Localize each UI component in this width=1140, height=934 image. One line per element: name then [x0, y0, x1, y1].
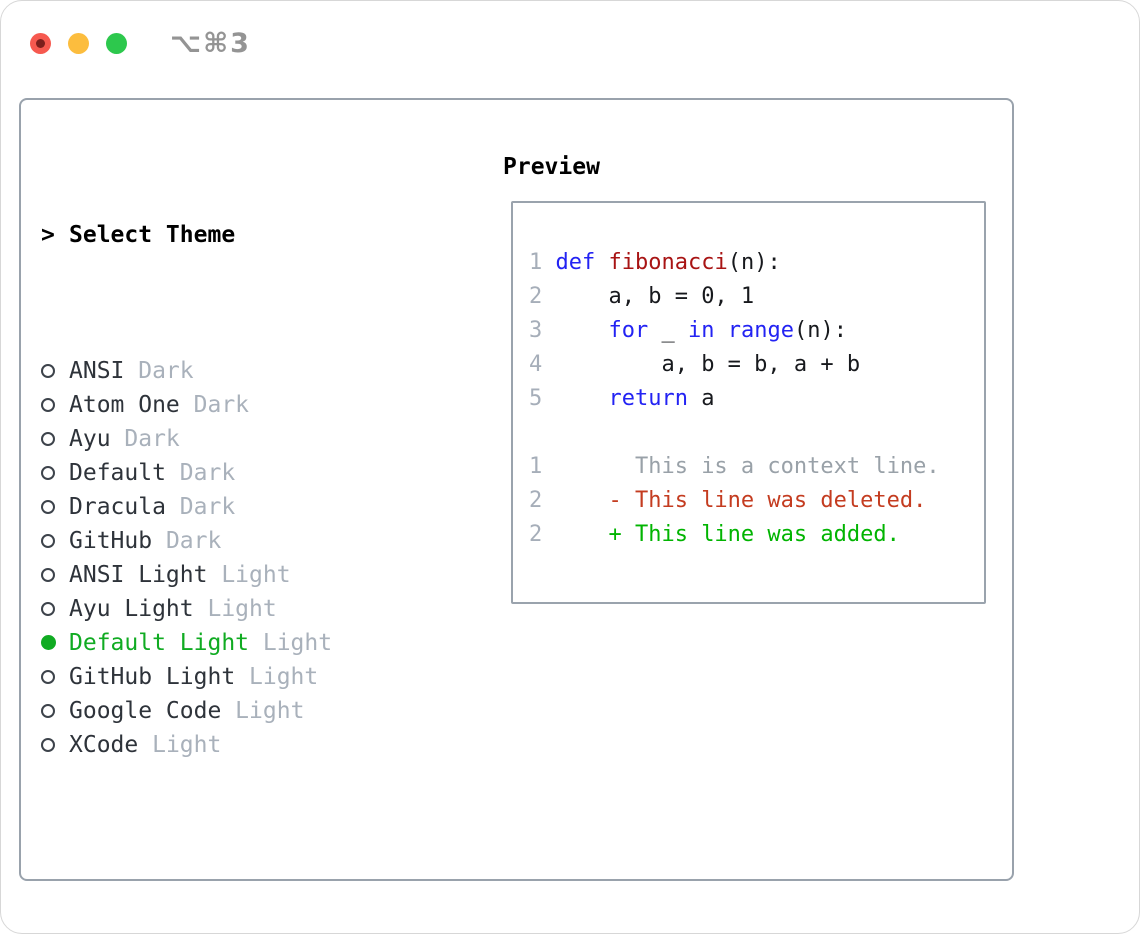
line-number: 4: [529, 352, 543, 377]
code-line: 3 for _ in range(n):: [529, 318, 847, 343]
option-label: Default Light: [69, 630, 250, 656]
radio-icon: [41, 456, 69, 490]
line-number: 1: [529, 454, 543, 479]
zoom-button[interactable]: [106, 33, 127, 54]
variant-label: Dark: [165, 460, 236, 486]
radio-icon: [41, 694, 69, 728]
line-number: 3: [529, 318, 543, 343]
line-number: 1: [529, 250, 543, 275]
option-label: ANSI: [69, 358, 125, 384]
line-number: 2: [529, 284, 543, 309]
radio-selected-icon: [41, 626, 69, 660]
code-line: 1 This is a context line.: [529, 454, 940, 479]
code-line: 2 a, b = 0, 1: [529, 284, 755, 309]
titlebar: ⌥⌘3: [1, 1, 1139, 59]
theme-option[interactable]: Default Light Light: [41, 626, 503, 660]
minimize-button[interactable]: [68, 33, 89, 54]
line-number: 2: [529, 522, 543, 547]
variant-label: Dark: [179, 392, 250, 418]
preview-column: Preview 1 def fibonacci(n): 2 a, b = 0, 1…: [503, 150, 1012, 879]
option-label: Google Code: [69, 698, 222, 724]
spacer: [41, 864, 503, 898]
code-line: [529, 416, 984, 450]
radio-icon: [41, 558, 69, 592]
theme-option[interactable]: Default Dark: [41, 456, 503, 490]
line-number: 2: [529, 488, 543, 513]
code-line: 5 return a: [529, 386, 715, 411]
theme-option[interactable]: XCode Light: [41, 728, 503, 762]
variant-label: Dark: [124, 358, 194, 384]
select-theme-label: Select Theme: [69, 222, 236, 248]
variant-label: Light: [235, 664, 319, 690]
theme-option[interactable]: Atom One Dark: [41, 388, 503, 422]
option-label: Dracula: [69, 494, 166, 520]
radio-icon: [41, 490, 69, 524]
window-title: ⌥⌘3: [170, 28, 251, 59]
variant-label: Light: [249, 630, 333, 656]
preview-title: Preview: [503, 154, 600, 180]
radio-icon: [41, 388, 69, 422]
code-line: 4 a, b = b, a + b: [529, 352, 861, 377]
theme-option[interactable]: ANSI Dark: [41, 354, 503, 388]
select-theme-header: > Select Theme: [41, 218, 503, 252]
preview-box: 1 def fibonacci(n): 2 a, b = 0, 1 3 for _ …: [511, 201, 986, 604]
prompt-icon: >: [41, 222, 55, 248]
variant-label: Light: [207, 562, 291, 588]
variant-label: Dark: [165, 494, 236, 520]
radio-icon: [41, 592, 69, 626]
option-label: XCode: [69, 732, 139, 758]
option-label: Ayu: [69, 426, 111, 452]
variant-label: Dark: [110, 426, 180, 452]
theme-option[interactable]: Ayu Dark: [41, 422, 503, 456]
variant-label: Light: [193, 596, 277, 622]
option-label: GitHub Light: [69, 664, 236, 690]
radio-icon: [41, 354, 69, 388]
line-number: 5: [529, 386, 543, 411]
theme-option[interactable]: ANSI Light Light: [41, 558, 503, 592]
theme-option[interactable]: Ayu Light Light: [41, 592, 503, 626]
radio-icon: [41, 660, 69, 694]
code-line: 2 + This line was added.: [529, 522, 900, 547]
radio-icon: [41, 728, 69, 762]
variant-label: Light: [138, 732, 222, 758]
variant-label: Light: [221, 698, 305, 724]
code-line: 1 def fibonacci(n):: [529, 250, 781, 275]
radio-icon: [41, 524, 69, 558]
theme-option[interactable]: Google Code Light: [41, 694, 503, 728]
option-label: ANSI Light: [69, 562, 208, 588]
option-label: GitHub: [69, 528, 153, 554]
theme-option[interactable]: GitHub Dark: [41, 524, 503, 558]
variant-label: Dark: [152, 528, 222, 554]
option-label: Atom One: [69, 392, 180, 418]
radio-icon: [41, 422, 69, 456]
theme-option[interactable]: Dracula Dark: [41, 490, 503, 524]
theme-option[interactable]: GitHub Light Light: [41, 660, 503, 694]
close-button[interactable]: [30, 33, 51, 54]
option-label: Default: [69, 460, 166, 486]
code-line: 2 - This line was deleted.: [529, 488, 927, 513]
option-label: Ayu Light: [69, 596, 194, 622]
